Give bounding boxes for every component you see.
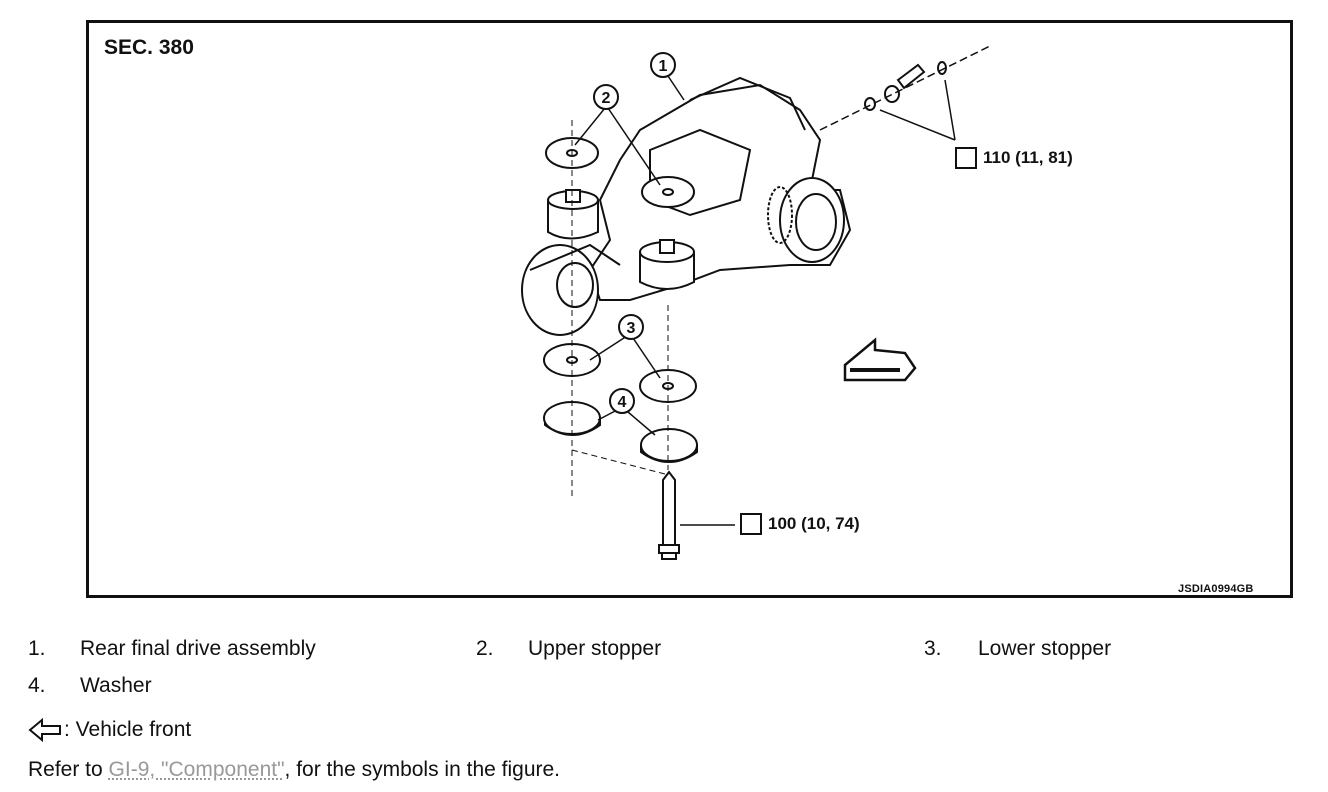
legend-number: 1.: [28, 637, 46, 660]
vehicle-front-note: : Vehicle front: [28, 718, 191, 742]
callout-2: [593, 84, 619, 110]
component-link[interactable]: GI-9, "Component": [108, 758, 285, 781]
torque-upper: 110 (11, 81): [955, 147, 1073, 169]
refer-prefix: Refer to: [28, 758, 109, 781]
legend-number: 3.: [924, 637, 942, 660]
legend-label-2: Upper stopper: [528, 637, 662, 660]
torque-upper-value: 110 (11, 81): [983, 148, 1073, 167]
callout-1: [650, 52, 676, 78]
legend-item-1: 1.: [28, 637, 46, 661]
legend-item-3: 3.: [924, 637, 942, 661]
diagram-illustration: 1 2 3 4: [521, 45, 991, 560]
vehicle-front-arrow: [843, 337, 917, 382]
callout-4-label: 4: [618, 394, 627, 411]
legend-label-4: Washer: [80, 674, 152, 697]
figure-code: JSDIA0994GB: [1178, 583, 1254, 595]
arrow-left-icon: [28, 718, 61, 742]
refer-suffix: , for the symbols in the figure.: [284, 758, 561, 781]
torque-wrench-icon: [955, 147, 977, 169]
callout-4: [609, 388, 635, 414]
callout-2-label: 2: [602, 90, 611, 107]
callout-3-label: 3: [627, 320, 636, 337]
legend-item-4: 4.: [28, 674, 46, 698]
torque-wrench-icon: [740, 513, 762, 535]
legend-number: 4.: [28, 674, 46, 697]
callout-1-label: 1: [659, 58, 668, 75]
section-label: SEC. 380: [104, 36, 194, 59]
torque-lower-value: 100 (10, 74): [768, 514, 860, 533]
torque-lower: 100 (10, 74): [740, 513, 860, 535]
vehicle-front-label: : Vehicle front: [64, 718, 192, 741]
mount-bolt: [662, 470, 676, 546]
callout-3: [618, 314, 644, 340]
legend-label-3: Lower stopper: [978, 637, 1112, 660]
legend-label-1: Rear final drive assembly: [80, 637, 316, 660]
companion-flange: [521, 244, 599, 336]
legend-item-2: 2.: [476, 637, 494, 661]
legend-number: 2.: [476, 637, 494, 660]
upper-stopper-right: [641, 176, 695, 208]
refer-note: Refer to GI-9, "Component", for the symb…: [28, 758, 560, 782]
